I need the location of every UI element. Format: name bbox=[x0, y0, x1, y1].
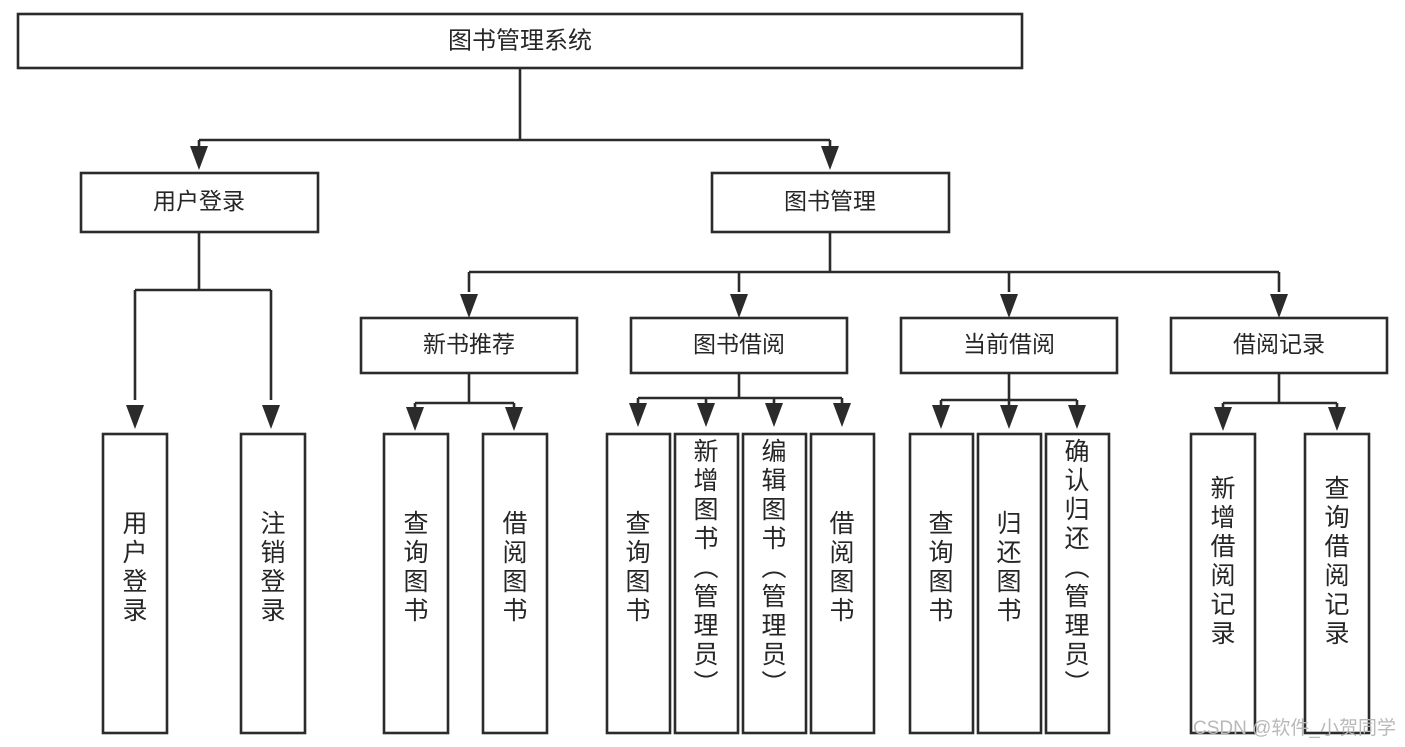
node-borrow-record-label: 借阅记录 bbox=[1233, 331, 1325, 357]
leaf-label: 注销登录 bbox=[260, 510, 285, 625]
leaf-label: 编辑图书︵管理员︶ bbox=[761, 438, 786, 698]
leaf-box bbox=[481, 432, 549, 735]
arrow-icon bbox=[262, 405, 280, 429]
leaf-box bbox=[101, 432, 169, 735]
arrow-icon bbox=[932, 405, 950, 429]
leaf-borrow-record-0[interactable]: 新增借阅记录 bbox=[1189, 432, 1257, 735]
leaf-box bbox=[1044, 432, 1111, 735]
arrow-icon bbox=[833, 403, 851, 427]
leaf-borrow-record-1[interactable]: 查询借阅记录 bbox=[1303, 432, 1371, 735]
leaf-label: 用户登录 bbox=[122, 510, 147, 625]
leaf-label: 新增图书︵管理员︶ bbox=[693, 438, 718, 698]
leaf-box bbox=[382, 432, 450, 735]
connector-layer bbox=[126, 68, 1346, 431]
leaf-box bbox=[976, 432, 1043, 735]
node-current-borrow[interactable]: 当前借阅 bbox=[899, 316, 1119, 375]
leaf-box bbox=[741, 432, 808, 735]
leaf-box bbox=[239, 432, 307, 735]
leaf-label: 新增借阅记录 bbox=[1210, 475, 1235, 648]
leaf-book-borrow-1[interactable]: 新增图书︵管理员︶ bbox=[673, 432, 740, 735]
leaf-box bbox=[673, 432, 740, 735]
node-user-login[interactable]: 用户登录 bbox=[79, 171, 320, 234]
arrow-icon bbox=[697, 403, 715, 427]
node-book-management-box bbox=[710, 171, 951, 234]
node-borrow-record-box bbox=[1169, 316, 1389, 375]
leaf-current-borrow-0[interactable]: 查询图书 bbox=[908, 432, 975, 735]
leaf-box bbox=[605, 432, 672, 735]
node-user-login-box bbox=[79, 171, 320, 234]
node-current-borrow-box bbox=[899, 316, 1119, 375]
node-borrow-record[interactable]: 借阅记录 bbox=[1169, 316, 1389, 375]
leaf-label: 查询图书 bbox=[928, 510, 953, 625]
leaf-box bbox=[809, 432, 876, 735]
node-user-login-label: 用户登录 bbox=[153, 188, 245, 214]
node-current-borrow-label: 当前借阅 bbox=[963, 331, 1055, 357]
node-book-management[interactable]: 图书管理 bbox=[710, 171, 951, 234]
node-root-label: 图书管理系统 bbox=[448, 27, 592, 54]
leaf-label: 查询图书 bbox=[625, 510, 650, 625]
leaf-box bbox=[1189, 432, 1257, 735]
arrow-icon bbox=[505, 407, 523, 431]
arrow-icon bbox=[765, 403, 783, 427]
arrow-icon bbox=[1328, 407, 1346, 431]
arrow-icon bbox=[190, 146, 208, 170]
arrow-icon bbox=[629, 403, 647, 427]
arrow-icon bbox=[126, 405, 144, 429]
leaf-user-login-0[interactable]: 用户登录 bbox=[101, 432, 169, 735]
node-book-borrow-box bbox=[629, 316, 849, 375]
arrow-icon bbox=[1000, 405, 1018, 429]
node-book-management-label: 图书管理 bbox=[784, 188, 876, 214]
arrow-icon bbox=[1270, 294, 1288, 318]
leaf-label: 借阅图书 bbox=[502, 510, 527, 625]
arrow-icon bbox=[1068, 405, 1086, 429]
leaf-box bbox=[1303, 432, 1371, 735]
leaf-new-book-recommend-0[interactable]: 查询图书 bbox=[382, 432, 450, 735]
node-root[interactable]: 图书管理系统 bbox=[16, 12, 1024, 70]
arrow-icon bbox=[821, 146, 839, 170]
leaf-book-borrow-2[interactable]: 编辑图书︵管理员︶ bbox=[741, 432, 808, 735]
leaf-user-login-1[interactable]: 注销登录 bbox=[239, 432, 307, 735]
leaf-label: 查询借阅记录 bbox=[1324, 475, 1349, 648]
leaf-new-book-recommend-1[interactable]: 借阅图书 bbox=[481, 432, 549, 735]
watermark-text: CSDN @软件_小贺同学 bbox=[1193, 717, 1396, 739]
leaf-label: 查询图书 bbox=[403, 510, 428, 625]
leaf-label: 归还图书 bbox=[996, 510, 1021, 625]
arrow-icon bbox=[406, 407, 424, 431]
node-new-book-recommend[interactable]: 新书推荐 bbox=[359, 316, 579, 375]
leaf-label: 确认归还︵管理员︶ bbox=[1064, 438, 1089, 698]
arrow-icon bbox=[1000, 294, 1018, 318]
node-book-borrow[interactable]: 图书借阅 bbox=[629, 316, 849, 375]
leaf-label: 借阅图书 bbox=[829, 510, 854, 625]
arrow-icon bbox=[730, 294, 748, 318]
leaf-book-borrow-3[interactable]: 借阅图书 bbox=[809, 432, 876, 735]
leaf-current-borrow-1[interactable]: 归还图书 bbox=[976, 432, 1043, 735]
leaf-book-borrow-0[interactable]: 查询图书 bbox=[605, 432, 672, 735]
leaf-current-borrow-2[interactable]: 确认归还︵管理员︶ bbox=[1044, 432, 1111, 735]
node-new-book-recommend-box bbox=[359, 316, 579, 375]
arrow-icon bbox=[1214, 407, 1232, 431]
node-root-box bbox=[16, 12, 1024, 70]
leaf-box bbox=[908, 432, 975, 735]
node-new-book-recommend-label: 新书推荐 bbox=[423, 331, 515, 357]
arrow-icon bbox=[460, 294, 478, 318]
node-book-borrow-label: 图书借阅 bbox=[693, 331, 785, 357]
